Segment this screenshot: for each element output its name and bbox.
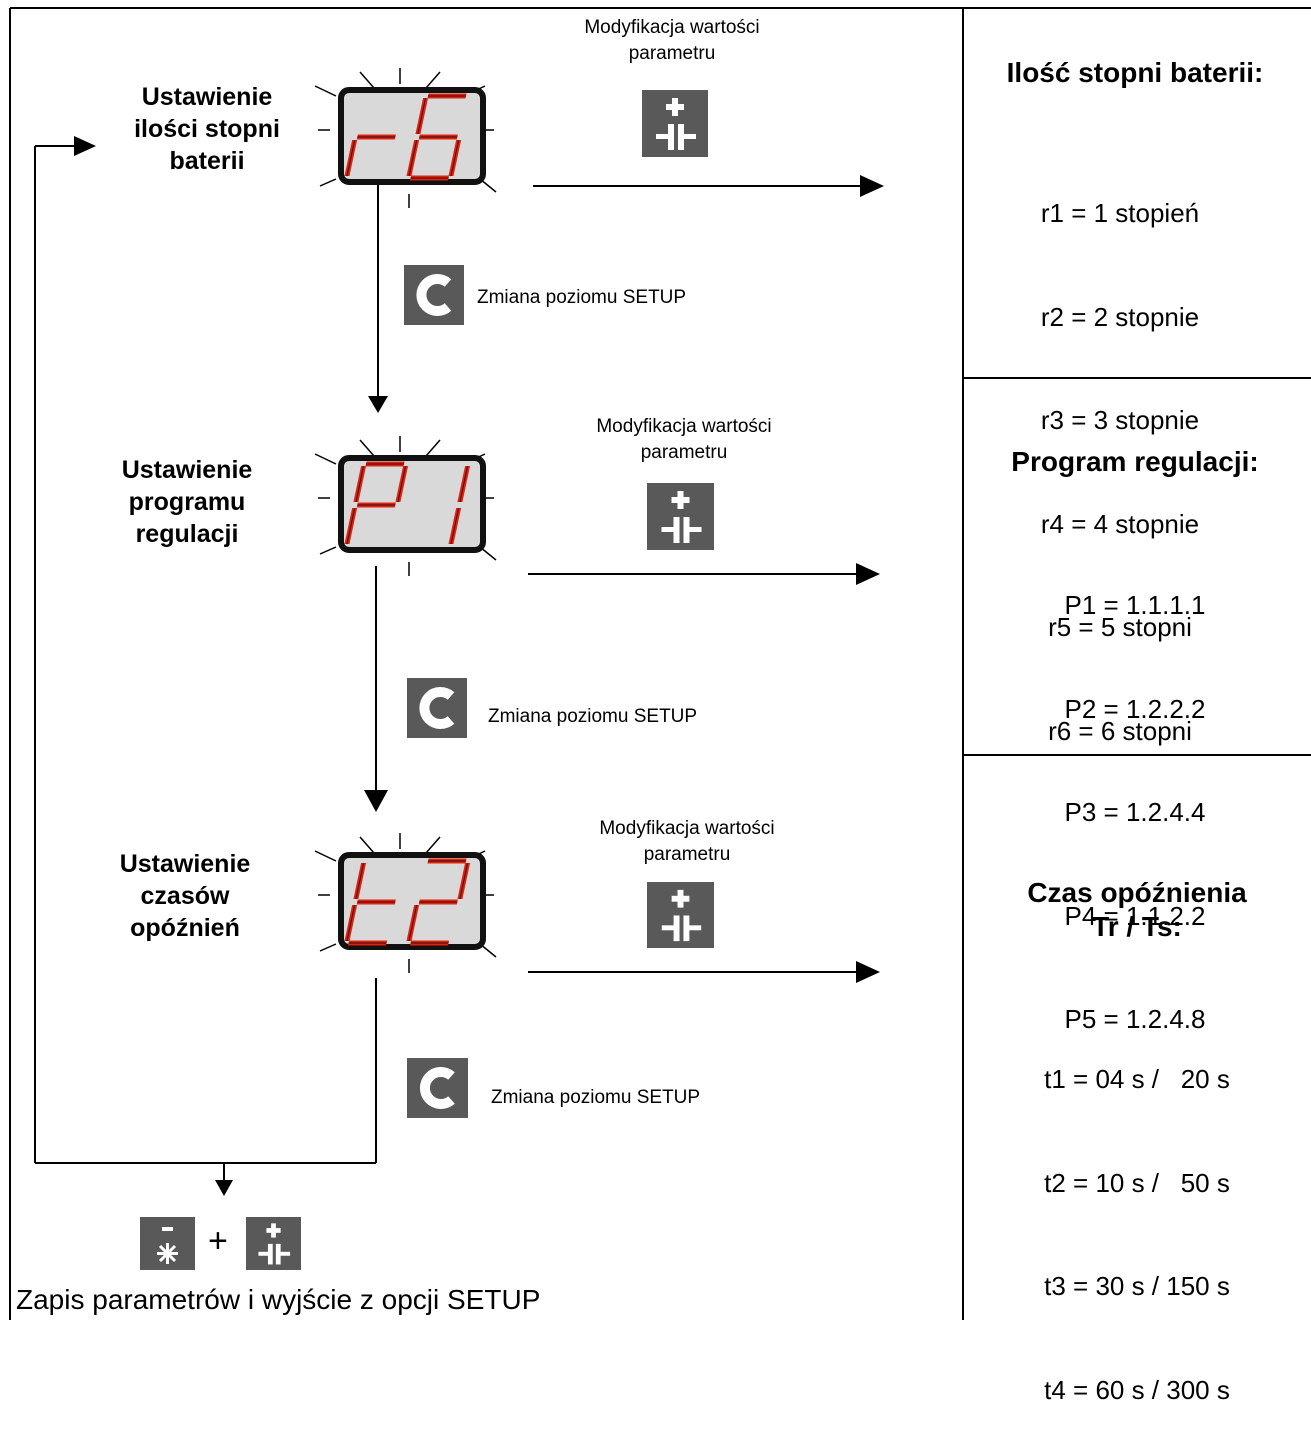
display-digit xyxy=(344,863,396,946)
glow-ray xyxy=(319,178,337,187)
step-3-title: Ustawienie czasów opóźnień xyxy=(119,850,251,942)
list-item: t2 = 10 s / 50 s xyxy=(1044,1167,1230,1198)
save-and-exit-label: Zapis parametrów i wyjście z opcji SETUP xyxy=(16,1284,541,1315)
display-segment-outline xyxy=(397,466,407,502)
plus-capacitor-button[interactable] xyxy=(642,90,708,157)
display-segment-outline xyxy=(450,508,460,544)
glow-ray xyxy=(359,71,375,89)
display-digit xyxy=(406,93,467,181)
display-segment-outline xyxy=(450,140,460,176)
list-item: r6 = 6 stopni xyxy=(1048,715,1192,746)
c-button[interactable] xyxy=(404,265,464,325)
plus-capacitor-button[interactable] xyxy=(647,882,714,948)
list-item: P1 = 1.1.1.1 xyxy=(1064,590,1206,620)
flow-arrow-down-2 xyxy=(364,790,388,812)
glow-ray xyxy=(314,85,337,97)
disconnect-icon xyxy=(157,1227,178,1264)
glow-ray xyxy=(425,836,441,854)
capacitor-icon xyxy=(258,1223,291,1265)
display-digit xyxy=(344,461,409,544)
modify-label-1: Modyfikacja wartości parametru xyxy=(584,17,760,64)
change-level-label-1: Zmiana poziomu SETUP xyxy=(477,287,687,308)
glow-ray xyxy=(359,439,375,457)
list-item: t1 = 04 s / 20 s xyxy=(1044,1064,1230,1094)
panel-3-title: Czas opóźnienia Tr / Ts: xyxy=(1027,877,1247,942)
glow-ray xyxy=(425,439,441,457)
arrow-to-panel-1 xyxy=(860,175,884,197)
c-button[interactable] xyxy=(407,678,467,738)
display-segment-outline xyxy=(346,905,356,941)
display-segment-outline xyxy=(355,466,365,502)
c-key-icon xyxy=(419,687,455,729)
display-digit xyxy=(344,134,396,176)
c-key-icon xyxy=(419,1067,455,1109)
glow-ray xyxy=(319,943,337,952)
loop-arrow-right xyxy=(74,136,96,156)
display-segment-outline xyxy=(459,466,469,502)
glow-ray xyxy=(314,850,337,862)
display-step-2: P1 xyxy=(310,430,510,576)
capacitor-icon xyxy=(661,491,702,543)
display-digit xyxy=(406,858,471,946)
list-item: t4 = 60 s / 300 s xyxy=(1044,1374,1230,1405)
display-step-1: r6 xyxy=(310,62,510,208)
panel-2-title: Program regulacji: xyxy=(1011,446,1259,477)
panel-3-list: t1 = 04 s / 20 s t2 = 10 s / 50 s t3 = 3… xyxy=(972,993,1302,1442)
display-screen xyxy=(338,852,486,950)
diagram-frame xyxy=(9,7,1311,1320)
capacitor-icon xyxy=(661,889,702,942)
flow-arrow-down-3 xyxy=(215,1180,233,1196)
c-key-icon xyxy=(416,274,452,316)
display-digit xyxy=(448,466,471,544)
glow-ray xyxy=(359,836,375,854)
display-segment-outline xyxy=(417,98,427,134)
display-segment-outline xyxy=(408,905,418,941)
step-1-title: Ustawienie ilości stopni baterii xyxy=(134,83,280,175)
list-item: r2 = 2 stopnie xyxy=(1040,301,1200,332)
list-item: P5 = 1.2.4.8 xyxy=(1064,1004,1206,1034)
plus-capacitor-button[interactable] xyxy=(246,1217,301,1270)
modify-label-2: Modyfikacja wartości parametru xyxy=(596,416,772,463)
step-2-title: Ustawienie programu regulacji xyxy=(121,456,253,548)
display-segment-outline xyxy=(346,508,356,544)
modify-label-3: Modyfikacja wartości parametru xyxy=(599,818,775,865)
minus-disconnect-button[interactable] xyxy=(140,1217,195,1270)
panel-1-list: r1 = 1 stopień r2 = 2 stopnie r3 = 3 sto… xyxy=(972,127,1268,783)
display-segment-outline xyxy=(346,140,356,176)
display-segment-outline xyxy=(355,863,365,899)
display-segment-outline xyxy=(408,140,418,176)
panel-1-title: Ilość stopni baterii: xyxy=(1006,57,1264,88)
panel-2-list: P1 = 1.1.1.1 P2 = 1.2.2.2 P3 = 1.2.4.4 P… xyxy=(972,519,1298,1071)
display-step-3: t2 xyxy=(310,827,510,973)
list-item: r1 = 1 stopień xyxy=(1040,198,1200,228)
plus-capacitor-button[interactable] xyxy=(647,483,714,550)
capacitor-icon xyxy=(656,98,696,150)
glow-ray xyxy=(425,71,441,89)
list-item: r3 = 3 stopnie xyxy=(1040,405,1200,435)
combo-plus-sign: + xyxy=(208,1222,228,1260)
list-item: r4 = 4 stopnie xyxy=(1040,508,1200,539)
list-item: P4 = 1.1.2.2 xyxy=(1064,900,1206,931)
list-item: P3 = 1.2.4.4 xyxy=(1064,797,1206,827)
change-level-label-3: Zmiana poziomu SETUP xyxy=(491,1087,701,1108)
display-screen xyxy=(338,455,486,553)
glow-ray xyxy=(314,453,337,465)
display-segment-outline xyxy=(459,863,469,899)
arrow-to-panel-3 xyxy=(856,961,880,983)
flow-arrow-down-1 xyxy=(368,396,388,413)
list-item: P2 = 1.2.2.2 xyxy=(1064,693,1206,724)
change-level-label-2: Zmiana poziomu SETUP xyxy=(488,706,698,727)
display-screen xyxy=(338,87,486,185)
list-item: r5 = 5 stopni xyxy=(1048,612,1192,642)
arrow-to-panel-2 xyxy=(856,563,880,585)
list-item: t3 = 30 s / 150 s xyxy=(1044,1271,1230,1301)
c-button[interactable] xyxy=(407,1058,468,1118)
glow-ray xyxy=(319,546,337,555)
